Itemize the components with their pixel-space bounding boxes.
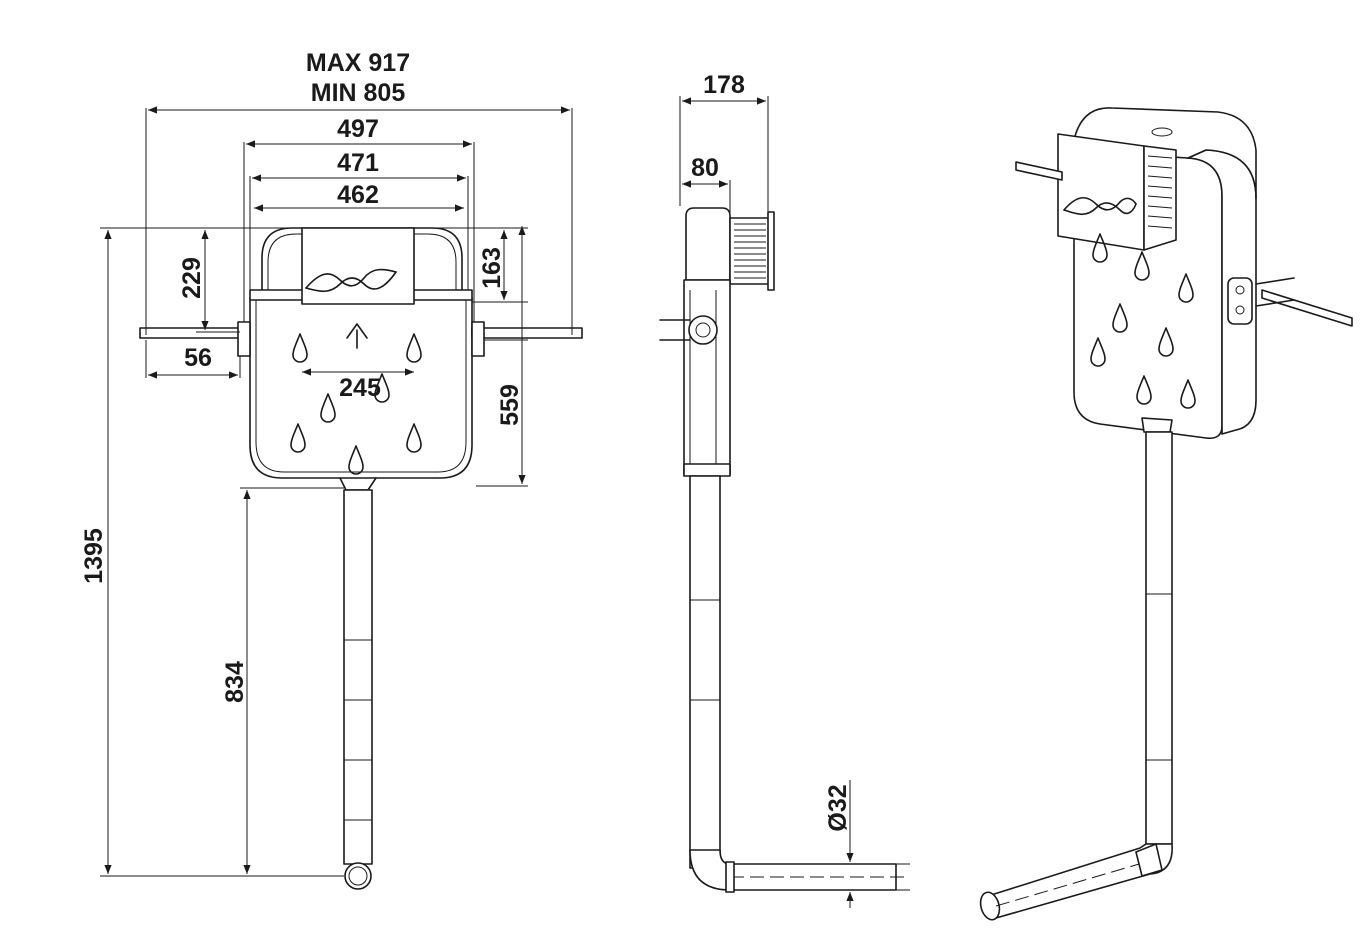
dim-497: 497 xyxy=(337,115,379,143)
dim-56: 56 xyxy=(184,344,212,372)
right-bracket-rod xyxy=(471,327,583,339)
iso-left-rod xyxy=(1015,161,1063,181)
side-tank-body xyxy=(683,279,731,475)
dim-178: 178 xyxy=(703,71,745,99)
side-elbow xyxy=(689,849,897,891)
dim-max-917: MAX 917 xyxy=(306,49,410,77)
side-pipe xyxy=(689,475,721,869)
up-arrow-icon xyxy=(346,323,368,349)
dim-80: 80 xyxy=(691,154,719,182)
iso-cover-plate xyxy=(1057,133,1145,251)
iso-clamp xyxy=(1227,277,1253,325)
dim-834: 834 xyxy=(221,661,249,703)
iso-view xyxy=(979,107,1353,921)
dim-462: 462 xyxy=(337,181,379,209)
wave-logo-icon xyxy=(305,268,397,293)
flush-pipe xyxy=(343,489,373,865)
dim-min-805: MIN 805 xyxy=(311,79,406,107)
dim-229: 229 xyxy=(178,257,206,299)
iso-wave-logo-icon xyxy=(1063,197,1137,216)
side-top-module xyxy=(685,207,731,281)
iso-pipe xyxy=(1145,431,1173,845)
side-view: 178 80 Ø32 xyxy=(659,71,910,908)
left-bracket-rod xyxy=(139,327,251,339)
dim-245: 245 xyxy=(339,374,381,402)
dim-471: 471 xyxy=(337,149,379,177)
side-bracket xyxy=(688,315,718,345)
iso-right-rod xyxy=(1261,289,1353,327)
left-clamp xyxy=(237,321,251,357)
button-housing xyxy=(729,217,771,285)
tank-lower xyxy=(249,297,473,479)
front-view: MAX 917 MIN 805 497 471 462 229 163 56 2… xyxy=(80,49,583,890)
dim-diameter-32: Ø32 xyxy=(824,784,852,831)
cover-plate xyxy=(301,227,415,305)
dim-559: 559 xyxy=(496,384,524,426)
dim-163: 163 xyxy=(478,247,506,289)
dim-1395: 1395 xyxy=(80,528,108,584)
water-drop-icon xyxy=(290,333,422,475)
right-clamp xyxy=(471,321,485,357)
